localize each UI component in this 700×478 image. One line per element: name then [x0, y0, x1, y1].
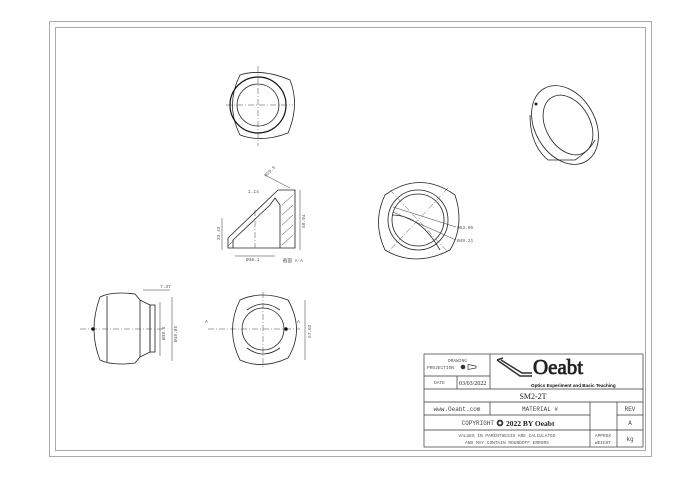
logo-tagline: Optics Experiment and Basic Teaching — [531, 383, 616, 388]
rev-value: A — [628, 420, 632, 427]
dim-front-diameter-2: Ø49.21 — [457, 237, 474, 244]
outer-frame — [49, 21, 652, 457]
dim-section-height-left: 33.43 — [216, 226, 222, 240]
dim-section-small: 1.14 — [248, 189, 259, 195]
dim-front-diameter-1: Ø53.95 — [457, 224, 474, 231]
copyright-text: 2022 BY Oeabt — [506, 419, 555, 428]
date-value: 03/03/2022 — [459, 381, 486, 387]
isometric-view — [529, 85, 599, 165]
dim-section-diameter: Ø38.1 — [246, 256, 260, 263]
copyright-icon — [496, 419, 504, 427]
dim-side-step: 7.37 — [160, 284, 171, 290]
projection-symbol-icon — [460, 364, 477, 370]
rev-label: REV — [625, 406, 636, 413]
dim-section-width: M29.5 — [263, 164, 277, 178]
section-marker-right: A — [297, 319, 300, 325]
material-label: MATERIAL # — [522, 406, 558, 413]
date-label: DATE — [434, 380, 445, 386]
drawing-projection-label-2: PROJECTION — [427, 365, 454, 371]
logo-text: Oeabt — [533, 355, 583, 379]
side-view: 7.37 Ø38.6 Ø48.85 — [80, 284, 179, 365]
section-view: M29.5 1.14 33.43 58.94 Ø38.1 截面 A-A — [216, 164, 307, 264]
inner-frame — [55, 27, 646, 451]
part-number: SM2-2T — [519, 392, 546, 401]
dim-side-diameter-1: Ø38.6 — [160, 326, 167, 340]
drawing-projection-label-1: DRAWING — [448, 358, 467, 364]
note-line-1: VALUES IN PARENTHESIS ARE CALCULATED — [458, 433, 556, 439]
front-view-2: 57.02 A A — [205, 292, 313, 368]
copyright-label: COPYRIGHT — [462, 420, 495, 427]
note-line-2: AND MAY CONTAIN ROUNDOFF ERRORS — [465, 440, 549, 446]
website-link: www.Oeabt.com — [434, 406, 481, 413]
weight-label-1: APPROX — [595, 433, 612, 439]
weight-label-2: WEIGHT — [595, 440, 612, 446]
title-block: DRAWING PROJECTION DATE 03/03/2022 Oeabt… — [423, 353, 644, 448]
front-angled-view: Ø53.95 Ø49.21 — [378, 182, 474, 260]
dim-side-diameter-2: Ø48.85 — [172, 325, 179, 342]
top-view — [226, 66, 295, 146]
dim-section-height-right: 58.94 — [301, 214, 307, 228]
oeabt-logo: Oeabt Optics Experiment and Basic Teachi… — [496, 355, 616, 388]
weight-unit: kg — [626, 436, 634, 443]
section-label: 截面 A-A — [283, 257, 303, 264]
dim-front2-height: 57.02 — [307, 324, 313, 338]
section-marker-left: A — [205, 319, 208, 325]
